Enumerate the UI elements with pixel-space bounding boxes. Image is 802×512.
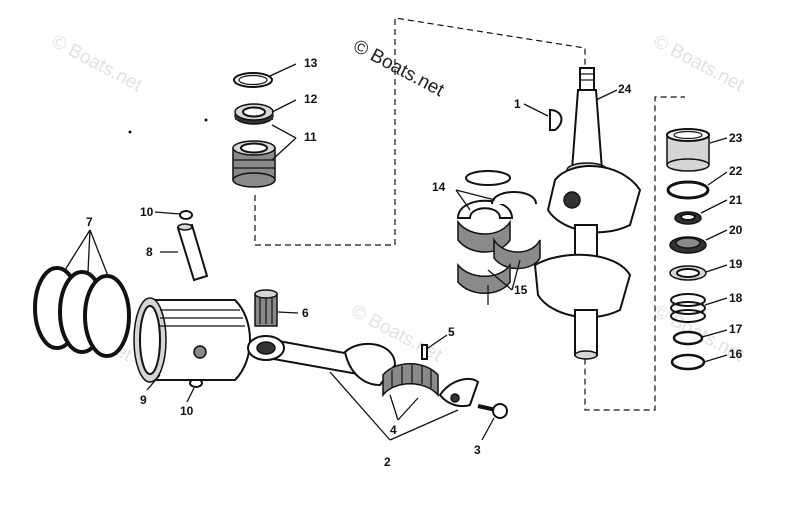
callout-9: 9 [140, 393, 147, 407]
callout-15: 15 [514, 283, 528, 297]
dowel-pin-5 [421, 344, 428, 360]
wrist-pin-8 [176, 223, 209, 282]
callout-13: 13 [304, 56, 318, 70]
callout-11: 11 [304, 130, 317, 144]
dot-mark [128, 130, 132, 134]
rod-bearing-4 [382, 363, 439, 398]
watermark-top-right: © Boats.net [650, 31, 748, 97]
needle-bearing-6 [254, 289, 278, 327]
assembly-guide-lines [254, 17, 685, 411]
callout-21: 21 [729, 193, 743, 207]
lower-bearing-stack [666, 128, 710, 371]
callout-6: 6 [302, 306, 309, 320]
upper-bearing-stack [232, 72, 276, 188]
callout-1: 1 [514, 97, 521, 111]
leader-lines [64, 63, 728, 441]
screw-3 [477, 403, 508, 419]
dot-mark [204, 118, 208, 122]
main-bearings-14-15 [456, 170, 541, 305]
callout-4: 4 [390, 423, 397, 437]
watermark-center: © Boats.net [350, 36, 448, 102]
ring-22 [666, 180, 710, 200]
crankshaft-24 [533, 67, 642, 360]
callout-2: 2 [384, 455, 391, 469]
callout-8: 8 [146, 245, 153, 259]
callout-7: 7 [86, 215, 93, 229]
piston-rings-7 [33, 266, 131, 358]
callout-18: 18 [729, 291, 743, 305]
connecting-rod-2 [247, 335, 397, 387]
callout-10-upper: 10 [140, 205, 154, 219]
callout-14: 14 [432, 180, 446, 194]
spring-18 [670, 293, 706, 307]
woodruff-key-1 [549, 108, 563, 131]
callout-24: 24 [618, 82, 632, 96]
callout-12: 12 [304, 92, 318, 106]
callout-16: 16 [729, 347, 743, 361]
callout-22: 22 [729, 164, 743, 178]
callout-23: 23 [729, 131, 743, 145]
ring-16 [670, 353, 706, 371]
callout-5: 5 [448, 325, 455, 339]
callout-17: 17 [729, 322, 743, 336]
watermark-top-left: © Boats.net [48, 31, 146, 97]
callout-labels: 13 12 11 24 1 14 15 23 22 21 20 19 18 17… [86, 56, 743, 469]
rod-cap [438, 377, 480, 408]
piston-9 [133, 297, 251, 383]
callout-19: 19 [729, 257, 743, 271]
callout-20: 20 [729, 223, 743, 237]
callout-3: 3 [474, 443, 481, 457]
clip-10-upper [179, 210, 193, 220]
callout-10-lower: 10 [180, 404, 194, 418]
ring-17 [672, 330, 704, 346]
